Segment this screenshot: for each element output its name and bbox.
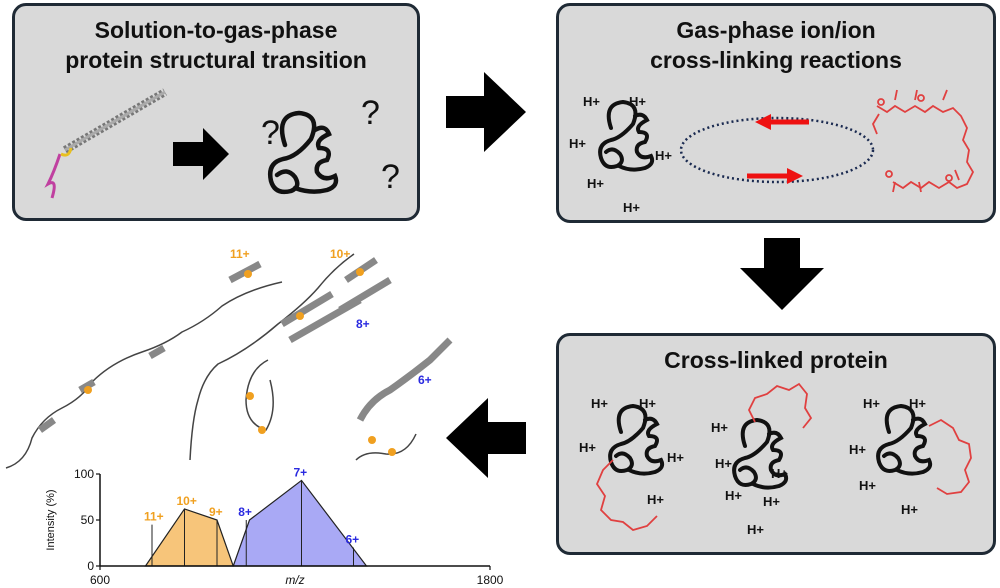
x-tick-label: 1800 <box>477 573 504 587</box>
question-mark-3: ? <box>381 158 400 196</box>
h-plus-label: H+ <box>579 440 596 455</box>
h-plus-label: H+ <box>591 396 608 411</box>
mass-spectrum-chart: 11+ 10+ 9+ 8+ 7+ 6+ 0 50 100 600 1800 m/z Intensity … <box>45 465 504 587</box>
h-plus-label: H+ <box>859 478 876 493</box>
h-plus-label: H+ <box>639 396 656 411</box>
h-plus-label: H+ <box>647 492 664 507</box>
h-plus-label: H+ <box>623 200 640 215</box>
y-tick-label: 50 <box>81 513 95 527</box>
y-tick-label: 0 <box>87 559 94 573</box>
extended-structure-10plus <box>189 253 378 461</box>
h-plus-label: H+ <box>909 396 926 411</box>
crosslinked-proteins-diagram: H+ H+ H+ H+ H+ H+ H+ H+ H+ H+ H+ <box>579 382 972 537</box>
peak-label: 7+ <box>294 465 308 479</box>
structure-label-10plus: 10+ <box>330 247 350 261</box>
h-plus-label: H+ <box>715 456 732 471</box>
compact-structure-6plus <box>355 337 453 461</box>
panel-cross-linked-protein: Cross-linked protein H+ H+ H+ H+ H+ H+ H… <box>556 333 996 555</box>
panel-title-line1: Gas-phase ion/ion <box>676 17 876 43</box>
panel-title-line2: protein structural transition <box>65 47 367 73</box>
ion-trap-orbit <box>679 116 875 184</box>
right-arrow-icon <box>747 168 803 184</box>
crosslinked-protein-3: H+ H+ H+ H+ H+ <box>849 396 972 517</box>
h-plus-label: H+ <box>587 176 604 191</box>
panel-title-line2: cross-linking reactions <box>650 47 902 73</box>
h-plus-label: H+ <box>901 502 918 517</box>
h-plus-label: H+ <box>863 396 880 411</box>
right-arrow-big-icon <box>446 72 526 152</box>
gas-phase-protein-icon <box>268 110 339 195</box>
structure-label-6plus: 6+ <box>418 373 432 387</box>
h-plus-label: H+ <box>725 488 742 503</box>
structure-label-8plus: 8+ <box>356 317 370 331</box>
peak-label: 9+ <box>209 505 223 519</box>
gas-phase-structures: 11+ 10+ 8+ 6+ <box>5 247 453 469</box>
helical-protein-icon <box>44 88 168 199</box>
x-axis-label: m/z <box>285 573 304 587</box>
question-mark-2: ? <box>361 94 380 132</box>
panel-title-line1: Solution-to-gas-phase <box>94 17 338 43</box>
extended-structure-11plus <box>5 260 283 469</box>
crosslinked-protein-1: H+ H+ H+ H+ H+ <box>579 396 684 531</box>
ion-ion-diagram: H+ H+ H+ H+ H+ H+ <box>569 89 975 215</box>
crosslinker-molecule-icon <box>871 89 975 193</box>
peak-label: 6+ <box>346 533 360 547</box>
h-plus-label: H+ <box>747 522 764 537</box>
left-arrow-icon <box>755 114 809 130</box>
y-axis-label: Intensity (%) <box>45 489 57 550</box>
solution-structure-diagram: ? ? ? <box>44 88 400 199</box>
protein-ion-icon <box>598 99 655 172</box>
h-plus-label: H+ <box>849 442 866 457</box>
transition-arrow-icon <box>173 128 229 180</box>
crosslinked-protein-2: H+ H+ H+ H+ H+ H+ <box>711 382 813 537</box>
structure-label-11plus: 11+ <box>230 247 250 261</box>
question-mark-1: ? <box>261 114 280 152</box>
x-tick-label: 600 <box>90 573 110 587</box>
series-area-1 <box>232 479 368 567</box>
y-tick-label: 100 <box>74 467 94 481</box>
h-plus-label: H+ <box>667 450 684 465</box>
peak-label: 11+ <box>144 510 164 524</box>
h-plus-label: H+ <box>655 148 672 163</box>
peak-label: 10+ <box>177 494 197 508</box>
down-arrow-icon <box>740 238 824 310</box>
h-plus-label: H+ <box>583 94 600 109</box>
h-plus-label: H+ <box>711 420 728 435</box>
partially-folded-8plus <box>245 276 392 434</box>
h-plus-label: H+ <box>763 494 780 509</box>
h-plus-label: H+ <box>569 136 586 151</box>
panel-title: Cross-linked protein <box>664 347 888 373</box>
panel-ion-ion-reactions: Gas-phase ion/ion cross-linking reaction… <box>556 3 996 223</box>
left-arrow-big-icon <box>446 398 526 478</box>
panel-solution-to-gas: Solution-to-gas-phase protein structural… <box>12 3 420 221</box>
peak-label: 8+ <box>238 505 252 519</box>
